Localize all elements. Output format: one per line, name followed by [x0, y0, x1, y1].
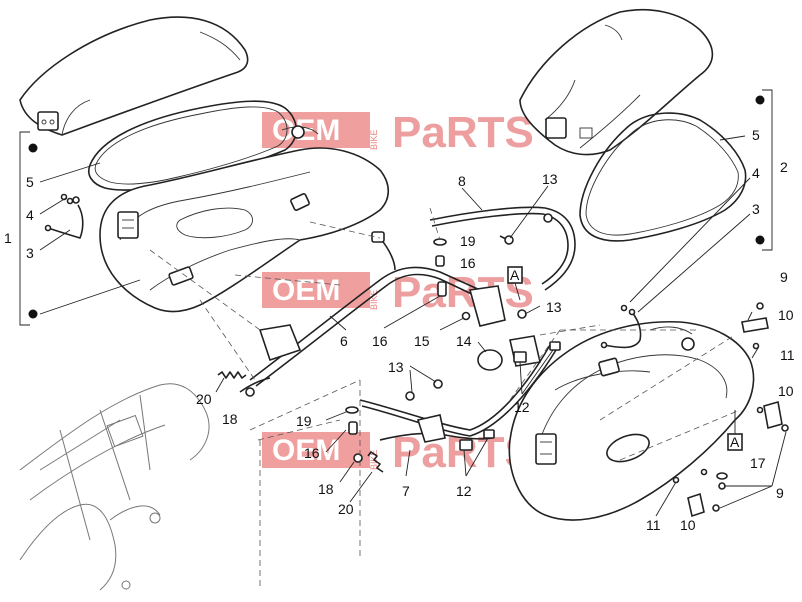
left-upper-rail: [239, 231, 481, 393]
svg-text:OEM: OEM: [272, 434, 340, 467]
spacer-16-lower: [348, 421, 358, 435]
motorcycle-frame: [19, 383, 210, 591]
leader-lines: [39, 135, 787, 517]
svg-text:A: A: [730, 434, 740, 450]
washer-19-lower: [345, 406, 359, 414]
callout-6: 6: [340, 333, 348, 349]
callout-18-upper: 18: [222, 411, 238, 427]
callout-13-top: 13: [542, 171, 558, 187]
callout-14: 14: [456, 333, 472, 349]
lower-rail: [359, 285, 557, 443]
callout-5-left: 5: [26, 174, 34, 190]
screw-13-mid: [517, 309, 527, 319]
callout-3-right: 3: [752, 201, 760, 217]
nut-15: [461, 311, 471, 321]
callout-20-upper: 20: [196, 391, 212, 407]
nut-18-lower: [353, 453, 363, 463]
reference-mark-a-upper: A: [507, 266, 523, 301]
cap-14: [477, 349, 503, 371]
callout-13-left: 13: [388, 359, 404, 375]
svg-text:BIKE: BIKE: [369, 129, 379, 150]
callout-bracket-1: [19, 131, 38, 326]
callout-12-lower: 12: [456, 483, 472, 499]
callout-19-lower: 19: [296, 413, 312, 429]
left-case-lid: [19, 16, 249, 136]
right-lid-seal: [579, 112, 747, 242]
callout-13-mid: 13: [546, 299, 562, 315]
callout-3-left: 3: [26, 245, 34, 261]
right-case-lid: [519, 9, 714, 156]
callout-labels: 1 5 4 3 2 5 4 3 8 13 19 16 13 6 16 15 14…: [4, 127, 795, 533]
callout-1: 1: [4, 230, 12, 246]
screw-13-top: [499, 235, 514, 245]
right-lid-cable: [600, 304, 642, 349]
washers-11: [672, 342, 764, 484]
callout-16-upper: 16: [460, 255, 476, 271]
watermark-middle: OEM BIKE PaRTS: [262, 268, 534, 317]
callout-10-mid: 10: [778, 383, 794, 399]
spacer-16-upper: [435, 255, 445, 267]
svg-text:BIKE: BIKE: [369, 289, 379, 310]
callout-10-bottom: 10: [680, 517, 696, 533]
callout-4-right: 4: [752, 165, 760, 181]
callout-16-mid: 16: [372, 333, 388, 349]
bolts-9: [712, 302, 789, 512]
left-lid-bolts: [60, 193, 74, 205]
callout-11-bottom: 11: [646, 517, 661, 533]
callout-7: 7: [402, 483, 410, 499]
spacer-16-mid: [437, 281, 447, 297]
left-case-body: [99, 125, 390, 313]
callout-9-top: 9: [780, 269, 788, 285]
callout-12-upper: 12: [514, 399, 530, 415]
svg-text:OEM: OEM: [272, 274, 340, 307]
callout-16-lower: 16: [304, 445, 320, 461]
callout-2: 2: [780, 159, 788, 175]
spring-20-upper: [217, 371, 247, 379]
callout-4-left: 4: [26, 207, 34, 223]
callout-11-mid: 11: [780, 347, 795, 363]
upper-crossbar: [429, 206, 576, 291]
brackets-10: [687, 317, 783, 518]
watermark-top: OEM BIKE PaRTS: [262, 108, 534, 157]
callout-9-bottom: 9: [776, 485, 784, 501]
callout-15: 15: [414, 333, 430, 349]
callout-5-right: 5: [752, 127, 760, 143]
callout-17: 17: [750, 455, 766, 471]
spring-20-lower: [367, 451, 384, 473]
reference-mark-a-right: A: [727, 410, 743, 451]
washer-17: [716, 472, 728, 480]
left-lid-cable: [44, 196, 84, 239]
right-case-body: [508, 320, 755, 521]
callout-20-lower: 20: [338, 501, 354, 517]
callout-bracket-2: [755, 89, 773, 251]
left-lid-seal: [88, 100, 298, 191]
callout-10-top: 10: [778, 307, 794, 323]
callout-8: 8: [458, 173, 466, 189]
callout-18-lower: 18: [318, 481, 334, 497]
svg-text:A: A: [510, 267, 520, 283]
svg-text:PaRTS: PaRTS: [392, 108, 534, 157]
callout-19-upper: 19: [460, 233, 476, 249]
assembly-guide-lines: [149, 207, 741, 590]
nut-18-upper: [245, 387, 255, 397]
